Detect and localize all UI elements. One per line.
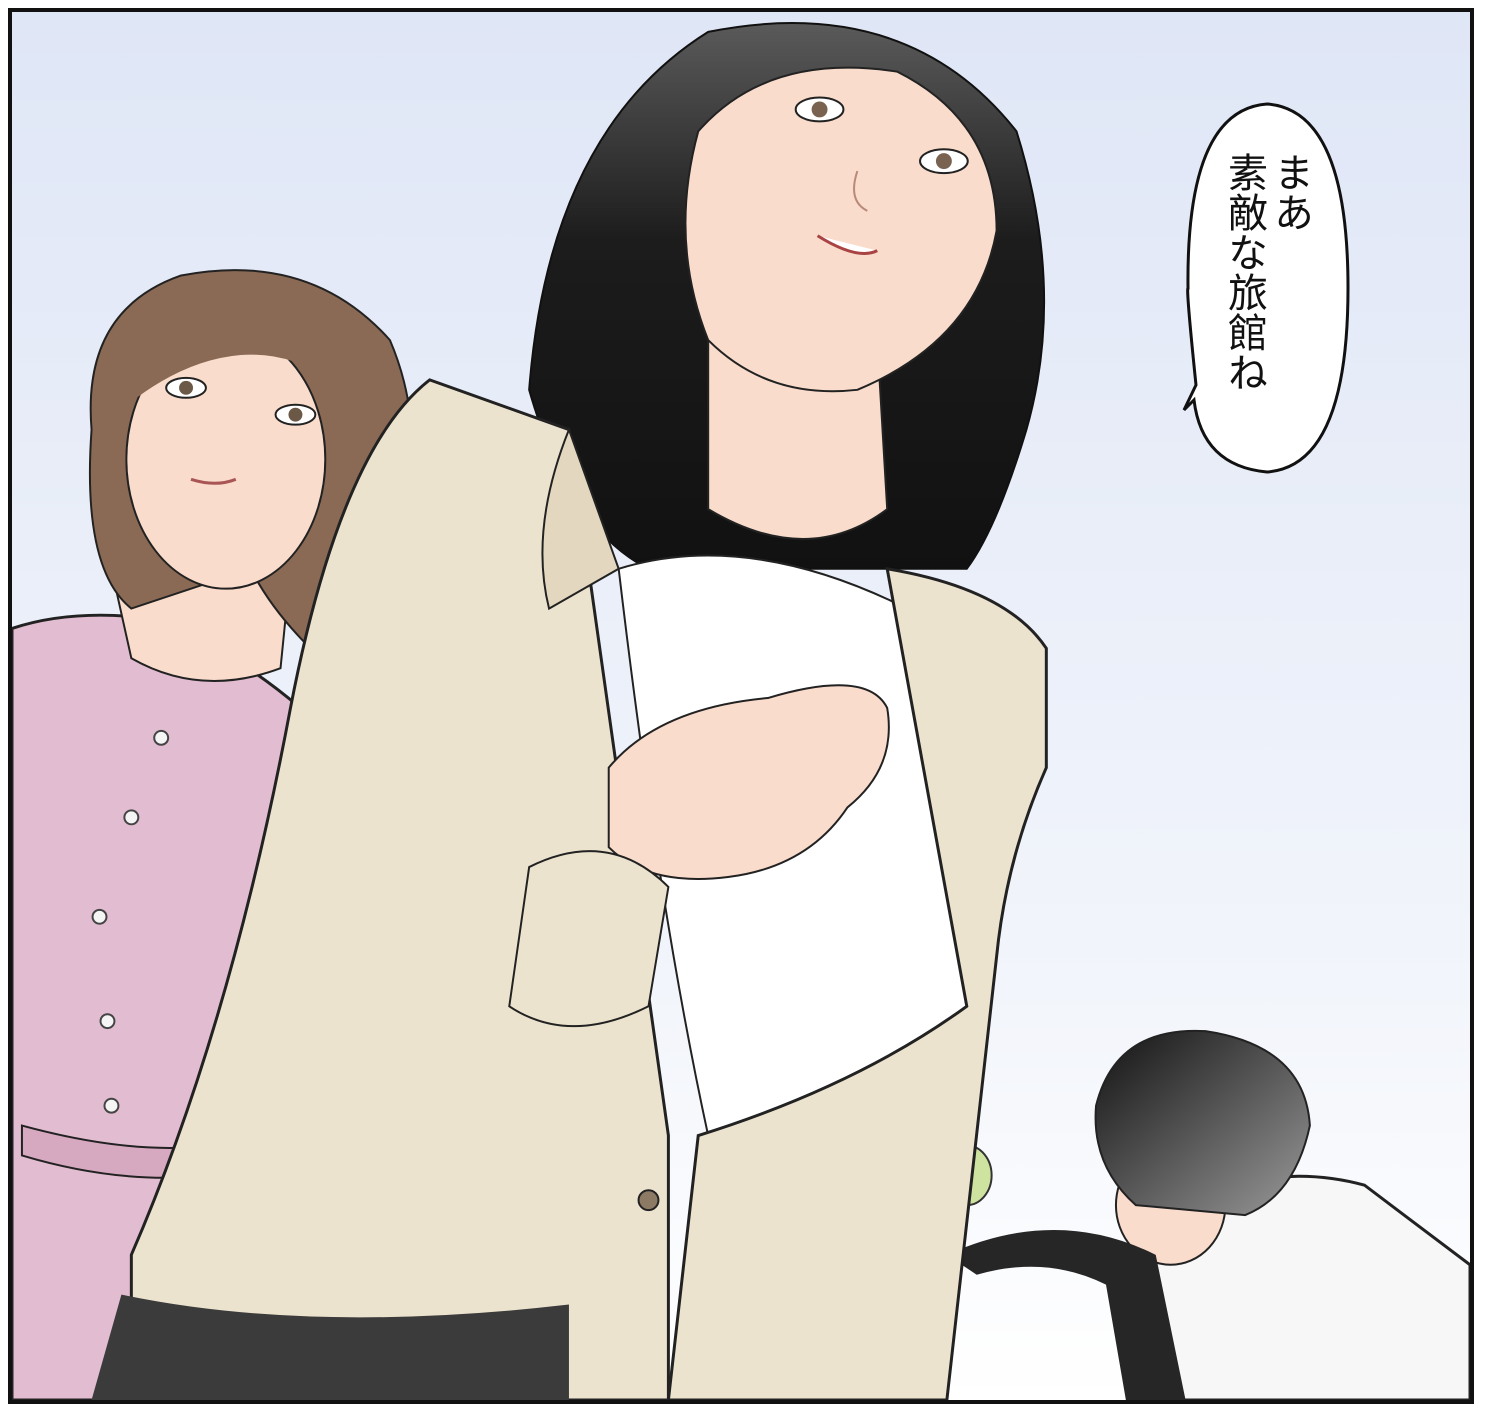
dress-button bbox=[91, 908, 108, 925]
bangs bbox=[121, 295, 361, 410]
beige-blazer-right bbox=[666, 566, 1048, 1400]
face bbox=[684, 66, 998, 393]
dress-button bbox=[99, 1013, 116, 1030]
dress-button bbox=[123, 809, 140, 826]
mouth bbox=[816, 234, 878, 255]
iris bbox=[811, 101, 828, 118]
lapel bbox=[541, 426, 620, 611]
nose bbox=[853, 170, 868, 212]
mouth bbox=[190, 477, 237, 485]
dark-pants bbox=[91, 1294, 569, 1400]
boy-hair bbox=[1094, 1029, 1311, 1217]
railing bbox=[946, 1229, 1186, 1400]
iris bbox=[935, 153, 952, 170]
comic-panel: まあ 素敵な旅館ね bbox=[8, 8, 1474, 1404]
dress-button bbox=[103, 1097, 120, 1114]
blazer-button bbox=[637, 1189, 660, 1212]
speech-bubble: まあ 素敵な旅館ね bbox=[1182, 100, 1352, 476]
iris bbox=[179, 380, 194, 395]
sleeve bbox=[508, 850, 670, 1028]
hand bbox=[607, 684, 890, 880]
speech-bubble-outline bbox=[1182, 102, 1350, 474]
dress-button bbox=[153, 729, 170, 746]
boy bbox=[940, 1029, 1470, 1400]
speech-bubble-text: まあ 素敵な旅館ね bbox=[1182, 152, 1352, 452]
speech-line-1: まあ bbox=[1267, 152, 1313, 232]
iris bbox=[288, 407, 303, 422]
main-woman bbox=[91, 22, 1048, 1400]
speech-line-2: 素敵な旅館ね bbox=[1221, 152, 1267, 392]
